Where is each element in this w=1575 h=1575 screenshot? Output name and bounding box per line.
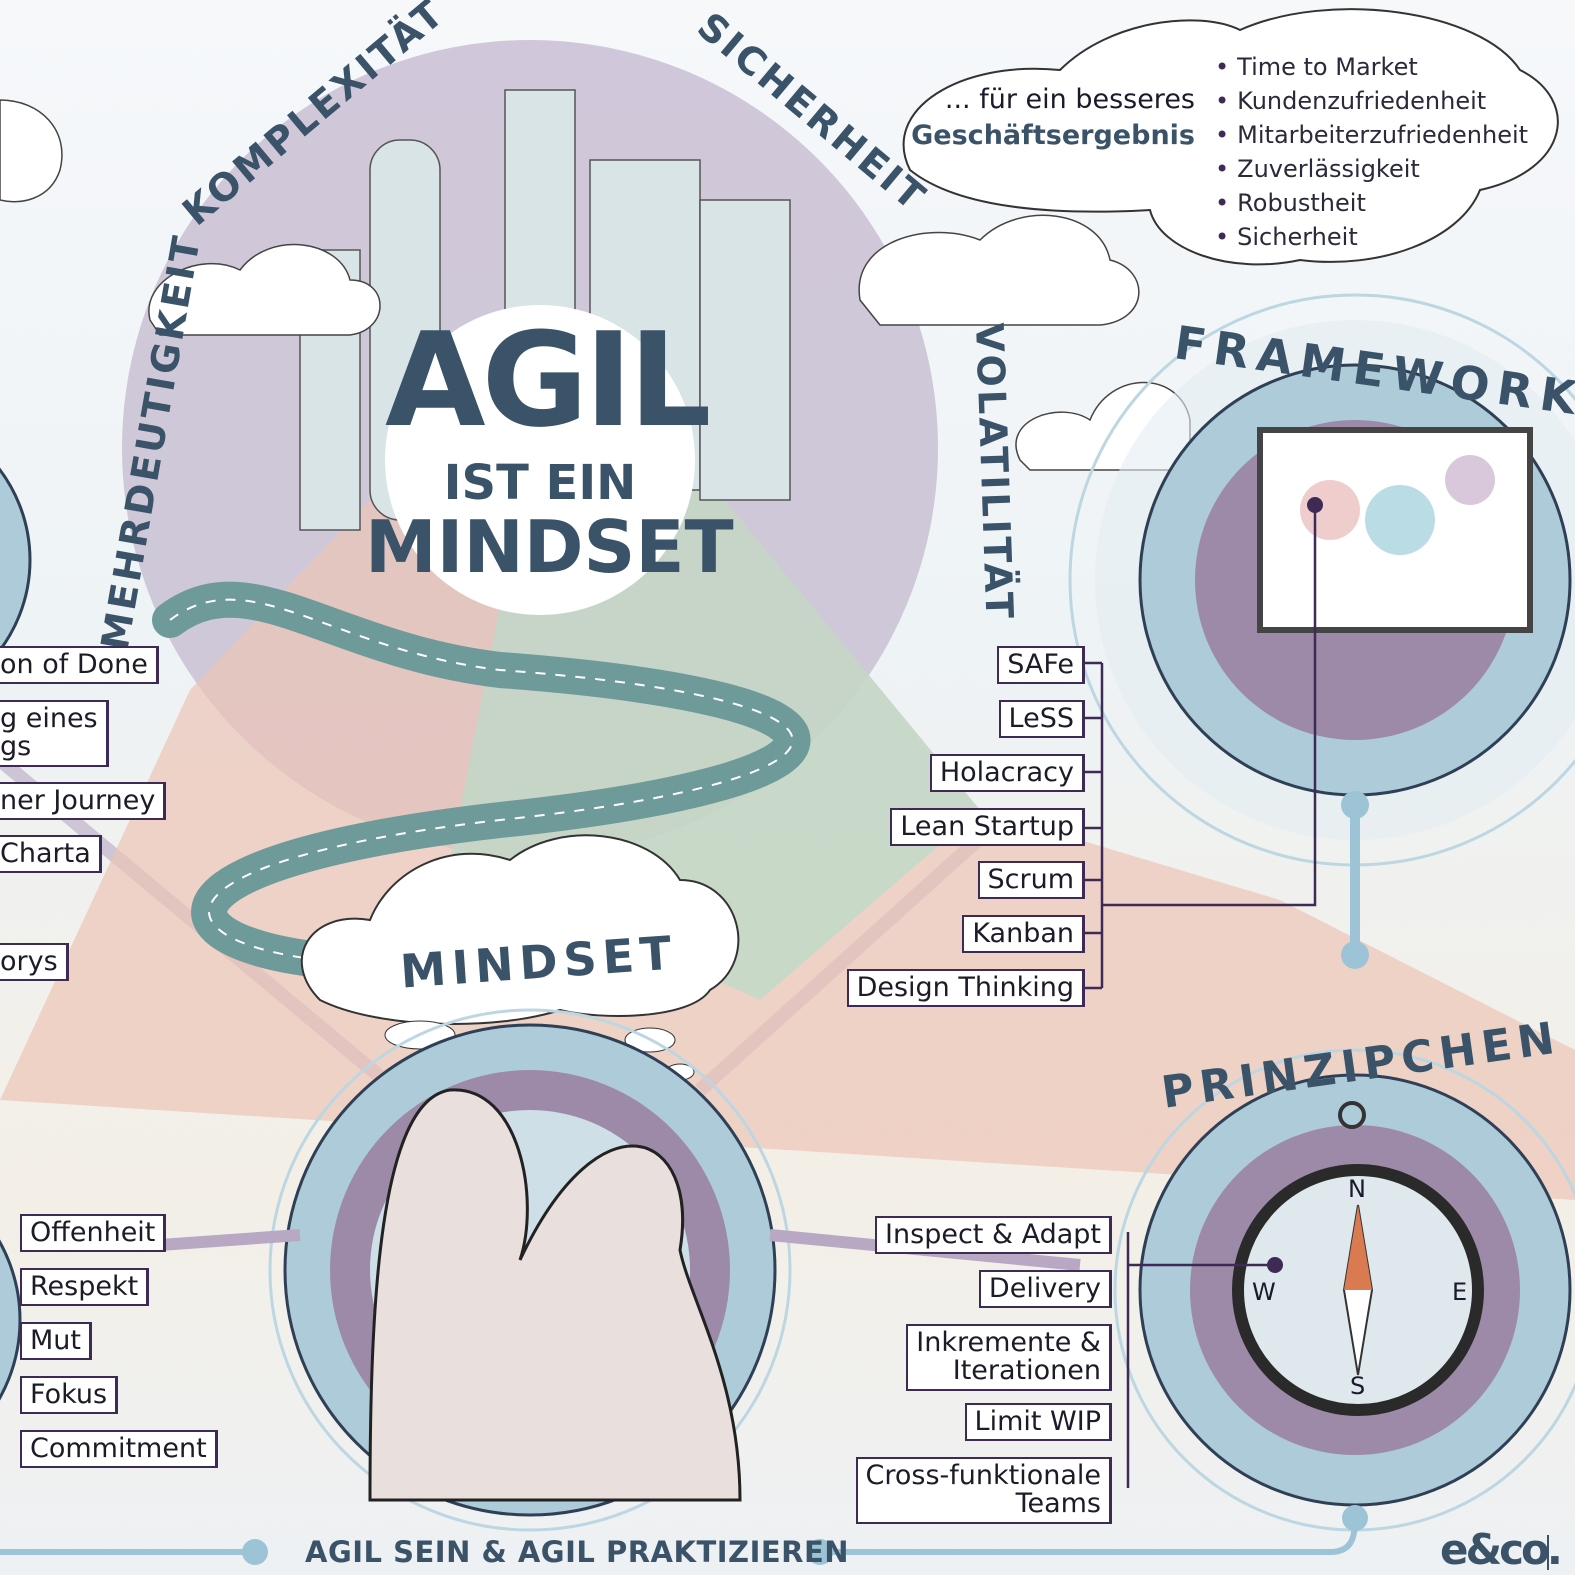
framework-item-scrum: Scrum	[977, 861, 1085, 900]
principle-limit-wip: Limit WIP	[964, 1403, 1112, 1442]
left-item: on of Done	[0, 646, 159, 685]
value-fokus: Fokus	[20, 1376, 119, 1415]
agil-subtitle-2: MINDSET	[365, 505, 734, 589]
left-item: ner Journey	[0, 782, 167, 821]
compass-s: S	[1350, 1372, 1366, 1400]
principle-delivery: Delivery	[978, 1270, 1112, 1309]
goal-item: Mitarbeiterzufriedenheit	[1215, 118, 1528, 152]
framework-item-lean-startup: Lean Startup	[890, 808, 1085, 847]
compass-w: W	[1252, 1278, 1276, 1306]
framework-item-design-thinking: Design Thinking	[846, 969, 1085, 1008]
goal-item: Sicherheit	[1215, 220, 1528, 254]
goal-line-2: Geschäftsergebnis	[911, 120, 1195, 151]
agil-title: AGIL	[385, 304, 712, 456]
framework-item-safe: SAFe	[997, 646, 1085, 685]
goal-item: Robustheit	[1215, 186, 1528, 220]
goal-list: Time to Market Kundenzufriedenheit Mitar…	[1215, 50, 1528, 254]
value-respekt: Respekt	[20, 1268, 150, 1307]
people	[368, 1088, 742, 1502]
compass-n: N	[1348, 1175, 1366, 1203]
value-commitment: Commitment	[20, 1430, 218, 1469]
goal-item: Kundenzufriedenheit	[1215, 84, 1528, 118]
company-logo: e&co.	[1440, 1525, 1563, 1574]
left-item: orys	[0, 943, 69, 982]
framework-item-kanban: Kanban	[962, 915, 1085, 954]
principle-cross-teams: Cross-funktionale Teams	[855, 1457, 1112, 1524]
footer-tagline: AGIL SEIN & AGIL PRAKTIZIEREN	[305, 1535, 850, 1569]
left-item: Charta	[0, 835, 102, 874]
principle-inspect-adapt: Inspect & Adapt	[875, 1216, 1112, 1255]
principle-inkremente: Inkremente & Iterationen	[906, 1324, 1112, 1391]
value-mut: Mut	[20, 1322, 92, 1361]
agil-subtitle-1: IST EIN	[443, 455, 637, 511]
goal-item: Zuverlässigkeit	[1215, 152, 1528, 186]
framework-bracket	[1085, 505, 1317, 1488]
value-offenheit: Offenheit	[20, 1214, 167, 1253]
goal-text: ... für ein besseres Geschäftsergebnis	[900, 82, 1195, 154]
framework-item-less: LeSS	[998, 700, 1085, 739]
compass-e: E	[1452, 1278, 1468, 1306]
goal-item: Time to Market	[1215, 50, 1528, 84]
left-item: g eines gs	[0, 700, 109, 767]
agil-circle	[385, 305, 695, 615]
agil-headline: AGIL IST EIN MINDSET	[365, 304, 734, 583]
goal-line-1: ... für ein besseres	[944, 84, 1195, 115]
framework-item-holacracy: Holacracy	[929, 754, 1085, 793]
